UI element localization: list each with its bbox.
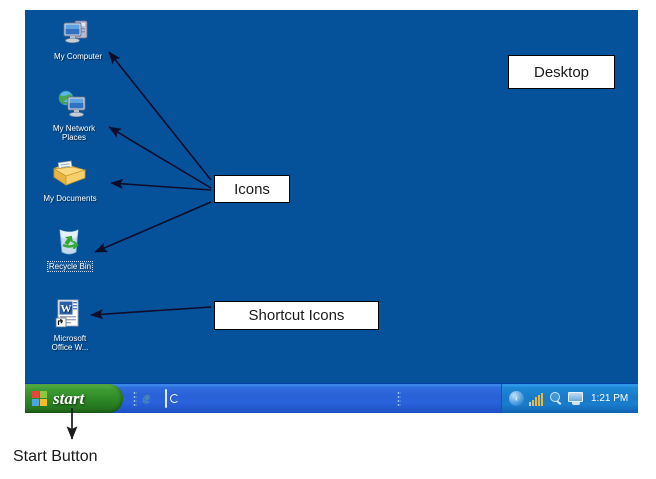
show-hidden-icons-chevron-icon[interactable]: ‹ xyxy=(509,391,524,406)
desktop-icon-my-computer[interactable]: My Computer xyxy=(41,16,115,61)
desktop-icon-label: My Computer xyxy=(53,52,102,61)
signal-bars-icon[interactable] xyxy=(529,392,544,406)
desktop-icon-label: My Network Places xyxy=(52,124,96,142)
start-button-annotation-arrow xyxy=(66,408,78,440)
recycle-bin-icon xyxy=(50,226,90,260)
start-button[interactable]: start xyxy=(25,384,123,413)
annotation-shortcut-icons-callout: Shortcut Icons xyxy=(214,301,379,330)
system-tray[interactable]: ‹ 1:21 PM xyxy=(501,384,638,413)
annotation-start-button-label: Start Button xyxy=(13,448,98,465)
desktop-icon-label: Recycle Bin xyxy=(46,261,94,272)
quick-launch-blue-icon[interactable] xyxy=(165,389,181,408)
my-documents-icon xyxy=(50,158,90,192)
desktop-icon-microsoft-office-word[interactable]: W Microsoft Office W... xyxy=(33,298,107,352)
windows-flag-icon xyxy=(32,390,48,407)
svg-text:W: W xyxy=(61,303,72,315)
annotation-icons-label: Icons xyxy=(234,180,270,198)
desktop-area[interactable]: My Computer My Network Places xyxy=(25,10,638,413)
word-shortcut-icon: W xyxy=(50,298,90,332)
desktop-icon-label: My Documents xyxy=(43,194,97,203)
internet-explorer-icon[interactable]: e xyxy=(143,390,151,407)
quick-launch-grip[interactable] xyxy=(133,391,137,407)
annotation-shortcut-icons-label: Shortcut Icons xyxy=(248,307,345,324)
network-monitor-icon[interactable] xyxy=(568,391,584,406)
my-computer-icon xyxy=(58,16,98,50)
taskbar[interactable]: start e ‹ 1:21 PM xyxy=(25,383,638,413)
start-button-label: start xyxy=(53,388,85,408)
annotation-desktop-callout: Desktop xyxy=(508,55,615,89)
network-places-icon xyxy=(54,88,94,122)
desktop-icon-label: Microsoft Office W... xyxy=(51,334,89,352)
desktop-icon-recycle-bin[interactable]: Recycle Bin xyxy=(33,226,107,272)
magnifier-icon[interactable] xyxy=(549,391,563,406)
annotation-icons-callout: Icons xyxy=(214,175,290,203)
taskbar-grip[interactable] xyxy=(397,391,401,407)
desktop-icon-my-network-places[interactable]: My Network Places xyxy=(37,88,111,142)
desktop-icon-my-documents[interactable]: My Documents xyxy=(33,158,107,203)
annotation-desktop-label: Desktop xyxy=(533,63,590,81)
taskbar-clock[interactable]: 1:21 PM xyxy=(591,393,629,404)
